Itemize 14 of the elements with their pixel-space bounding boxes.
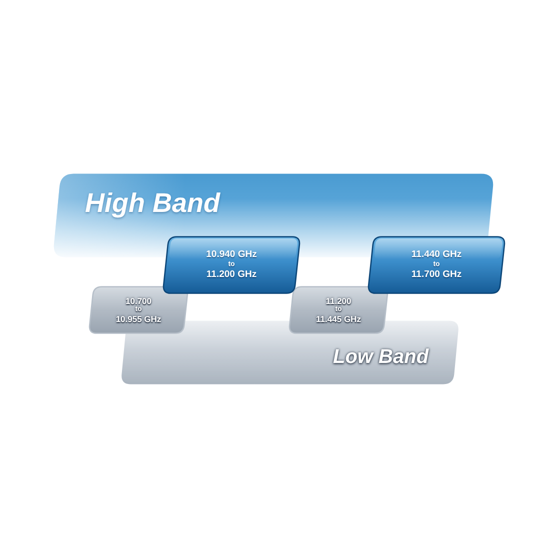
frequency-tile (288, 286, 389, 334)
band-title: Low Band (333, 346, 429, 369)
frequency-label: 10.940 GHz (206, 249, 257, 261)
frequency-label: 10.700 (126, 296, 152, 306)
frequency-tile (88, 286, 189, 334)
frequency-tile (162, 236, 301, 294)
frequency-tile (367, 236, 506, 294)
frequency-label: 11.700 GHz (411, 269, 462, 281)
frequency-label: 11.200 (326, 296, 352, 306)
frequency-label: 11.445 GHz (316, 314, 361, 324)
frequency-label: 11.440 GHz (411, 249, 462, 261)
frequency-label: 10.955 GHz (116, 314, 162, 324)
band-title: High Band (85, 188, 220, 220)
frequency-label: 11.200 GHz (206, 269, 257, 281)
